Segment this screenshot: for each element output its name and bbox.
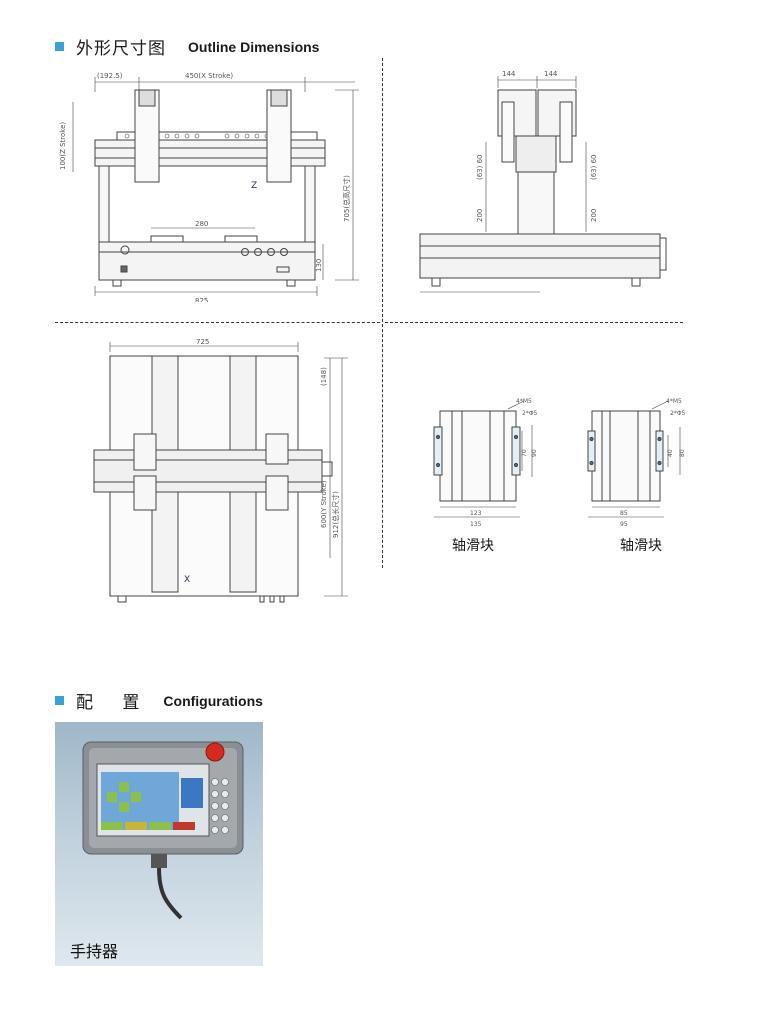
pendant-label: 手持器 (70, 942, 119, 961)
blue-square-icon (55, 42, 64, 51)
horizontal-divider-right (385, 322, 683, 323)
slider-a-dim-135: 135 (470, 521, 482, 528)
outline-section-header: 外形尺寸图 Outline Dimensions (55, 34, 319, 59)
slider-b-dim-85: 85 (620, 510, 628, 517)
axis-x-label: X (184, 575, 190, 585)
dim-200-right: 200 (590, 209, 598, 222)
slider-b-dim-80: 80 (679, 449, 686, 457)
outline-title-zh: 外形尺寸图 (76, 39, 166, 59)
dim-280: 280 (195, 220, 208, 228)
outline-title-en: Outline Dimensions (188, 38, 320, 55)
blue-square-icon (55, 696, 64, 705)
horizontal-divider-left (55, 322, 380, 323)
slider-a-dim-123: 123 (470, 510, 482, 517)
dim-725: 725 (196, 338, 209, 346)
slider-a-caption: 轴滑块 (452, 538, 494, 554)
dim-63-60-right: (63) 60 (590, 154, 598, 180)
dim-z-stroke: 100(Z Stroke) (59, 122, 67, 170)
slider-b-drawing: 4*M5 2*Φ5 40 80 85 95 (587, 398, 686, 528)
dim-148: (148) (320, 367, 328, 386)
slider-b-note-m5: 4*M5 (666, 398, 682, 405)
dim-x-stroke: 450(X Stroke) (185, 72, 233, 80)
slider-a-drawing: 4*M5 2*Φ5 70 90 123 135 (433, 398, 538, 528)
dim-912: 912(总长尺寸) (331, 491, 340, 538)
teach-pendant-illustration (82, 741, 244, 920)
dim-825: 825 (195, 297, 208, 302)
pendant-photo: 手持器 (55, 722, 263, 966)
dim-63-60-left: (63) 60 (476, 154, 484, 180)
slider-a-dim-90: 90 (531, 449, 538, 457)
configurations-section-header: 配 置 Configurations (55, 688, 263, 713)
dim-200-left: 200 (476, 209, 484, 222)
top-view-drawing: 725 (148) 600(Y Stroke) 912(总长尺寸) X (93, 338, 348, 603)
slider-b-caption: 轴滑块 (620, 538, 662, 554)
slider-a-dim-70: 70 (521, 449, 528, 457)
dim-y-stroke: 600(Y Stroke) (320, 480, 328, 528)
dim-total-height: 705(总高尺寸) (342, 175, 351, 222)
slider-b-dim-40: 40 (667, 449, 674, 457)
dim-144-a: 144 (502, 70, 516, 78)
emergency-stop-icon (205, 742, 225, 762)
side-view-drawing: 144 144 (63) 60 (63) 60 200 200 (419, 70, 667, 293)
configurations-title-zh: 配 置 (76, 693, 152, 713)
dim-144-b: 144 (544, 70, 558, 78)
vertical-divider (382, 58, 383, 568)
slider-a-note-m5: 4*M5 (516, 398, 532, 405)
dim-130: 130 (315, 259, 323, 272)
slider-b-dim-95: 95 (620, 521, 628, 528)
axis-z-label: Z (251, 181, 257, 191)
configurations-title-en: Configurations (163, 692, 263, 709)
slider-a-note-phi5: 2*Φ5 (522, 410, 538, 417)
front-view-drawing: (192.5) 450(X Stroke) 100(Z Stroke) 705(… (59, 72, 359, 302)
slider-b-note-phi5: 2*Φ5 (670, 410, 686, 417)
dim-192: (192.5) (97, 72, 123, 80)
